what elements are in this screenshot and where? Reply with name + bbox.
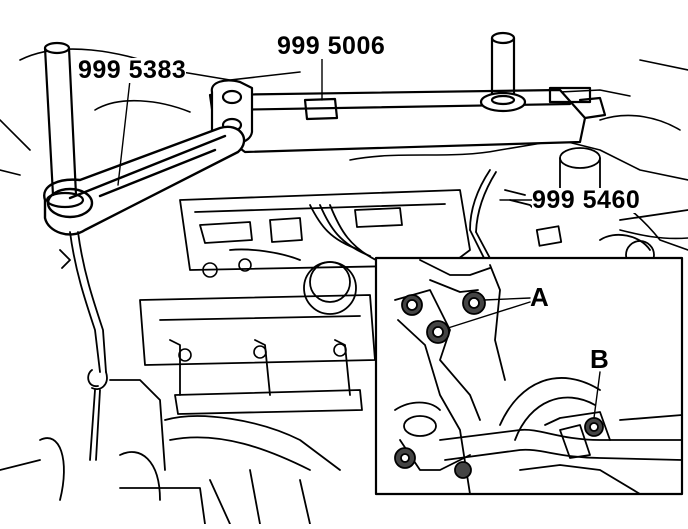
tool-cable	[469, 169, 563, 263]
tool-label-999-5460: 999 5460	[532, 186, 641, 214]
inset-contents	[394, 259, 683, 495]
tool-label-999-5383: 999 5383	[78, 56, 187, 84]
point-label-a: A	[530, 282, 549, 312]
tool-rail	[208, 86, 607, 154]
rail-post	[479, 31, 527, 113]
tool-label-999-5006: 999 5006	[277, 32, 386, 60]
lift-post	[43, 41, 85, 209]
hook-rod	[59, 231, 108, 461]
engine-cover	[0, 189, 471, 525]
detail-inset	[374, 256, 684, 496]
bolt-b	[584, 417, 604, 437]
leader-lines	[117, 57, 601, 419]
cover-bolts	[178, 258, 347, 362]
bolts-a	[394, 291, 486, 479]
point-label-b: B	[590, 344, 609, 374]
